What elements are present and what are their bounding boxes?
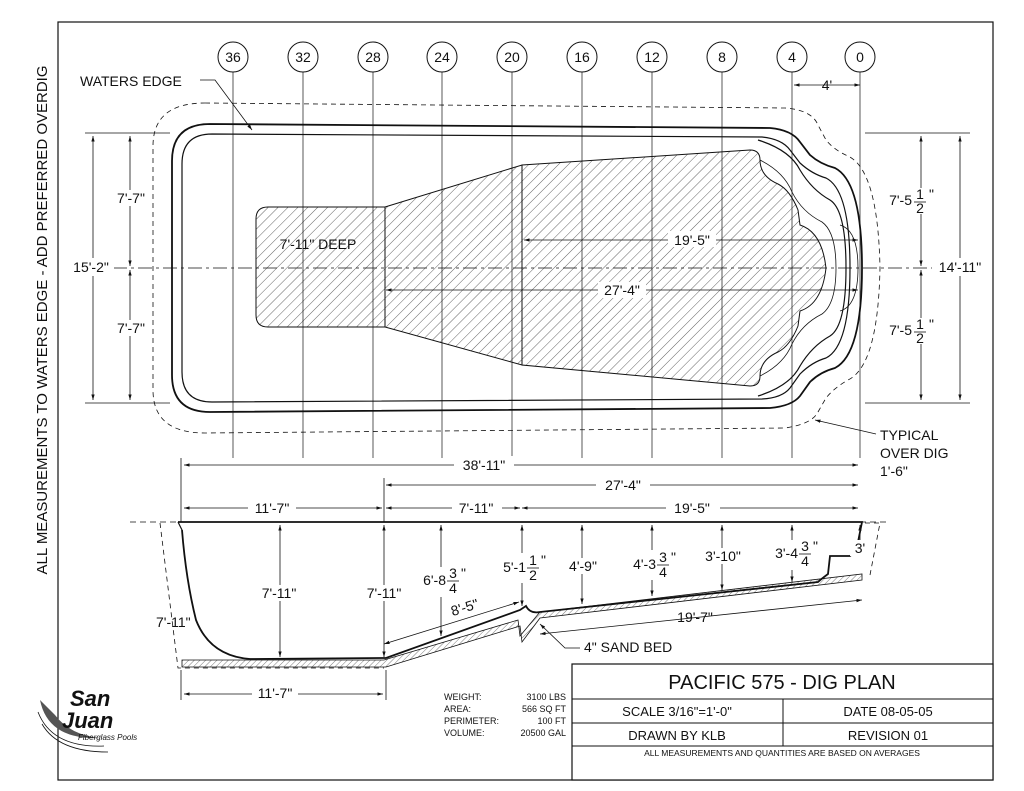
deep-end-label: 7'-11" DEEP <box>280 236 357 252</box>
station-label-0: 0 <box>856 49 864 65</box>
sheet-border <box>57 21 994 781</box>
overdig-outline <box>152 102 881 434</box>
svg-text:1: 1 <box>916 186 924 202</box>
dim-overall-width: 15'-2" <box>73 259 109 275</box>
drawn-by-cell: DRAWN BY KLB <box>628 728 726 743</box>
station-lines <box>232 72 861 458</box>
section-view: 38'-11" 27'-4" 11'-7" 7'-11" 19'-5" <box>130 456 890 701</box>
drawing-title: PACIFIC 575 - DIG PLAN <box>668 672 895 694</box>
svg-text:2: 2 <box>529 567 537 583</box>
typical-callout-2: OVER DIG <box>880 445 948 461</box>
plan-view: 4' 7'-7" 7'-7" 15'-2" 14'-11" 7'-5 1 2 "… <box>68 72 986 479</box>
svg-text:3: 3 <box>801 538 809 554</box>
pool-outer-shell <box>171 123 863 413</box>
typical-callout-3: 1'-6" <box>880 463 908 479</box>
dim-depth-24: 6'-8 <box>423 572 446 588</box>
specs-table: WEIGHT: 3100 LBS AREA: 566 SQ FT PERIMET… <box>444 692 567 738</box>
svg-text:3: 3 <box>449 565 457 581</box>
station-label-36: 36 <box>225 49 241 65</box>
sand-bed-callout: 4" SAND BED <box>584 639 672 655</box>
dim-bottom-length: 11'-7" <box>258 685 293 701</box>
dim-right-lower: 7'-5 <box>889 322 912 338</box>
svg-text:2: 2 <box>916 330 924 346</box>
dim-depth-4: 3'-4 <box>775 545 798 561</box>
dim-depth-32: 7'-11" <box>262 585 297 601</box>
dim-right-width: 14'-11" <box>939 259 981 275</box>
dim-section-27: 27'-4" <box>605 477 641 493</box>
svg-text:Fiberglass Pools: Fiberglass Pools <box>78 733 137 742</box>
dim-overall-length: 38'-11" <box>463 457 505 473</box>
svg-text:1: 1 <box>916 316 924 332</box>
station-label-28: 28 <box>365 49 381 65</box>
dim-left-upper: 7'-7" <box>117 190 145 206</box>
dim-depth-20: 5'-1 <box>503 559 526 575</box>
station-label-4: 4 <box>788 49 796 65</box>
svg-text:2: 2 <box>916 200 924 216</box>
station-label-8: 8 <box>718 49 726 65</box>
svg-text:PERIMETER:: PERIMETER: <box>444 716 499 726</box>
svg-text:1: 1 <box>529 552 537 568</box>
averages-footer: ALL MEASUREMENTS AND QUANTITIES ARE BASE… <box>644 748 920 758</box>
dim-plan-slope-length: 19'-5" <box>674 232 710 248</box>
svg-text:3: 3 <box>659 549 667 565</box>
svg-text:": " <box>929 186 934 202</box>
svg-text:": " <box>541 552 546 568</box>
dim-depth-16: 4'-9" <box>569 558 597 574</box>
svg-text:VOLUME:: VOLUME: <box>444 728 485 738</box>
svg-text:4: 4 <box>801 553 809 569</box>
svg-text:": " <box>461 565 466 581</box>
station-label-32: 32 <box>295 49 311 65</box>
dim-plan-deep-to-end: 27'-4" <box>604 282 640 298</box>
svg-text:San: San <box>70 686 110 711</box>
date-cell: DATE 08-05-05 <box>843 704 932 719</box>
dim-section-shallow: 19'-5" <box>674 500 710 516</box>
deep-end-area <box>255 206 386 328</box>
revision-cell: REVISION 01 <box>848 728 928 743</box>
station-label-16: 16 <box>574 49 590 65</box>
station-label-20: 20 <box>504 49 520 65</box>
dim-shallow-run: 19'-7" <box>677 609 713 625</box>
station-bubbles: 36 32 28 24 20 16 12 8 4 0 <box>217 41 876 73</box>
typical-callout-1: TYPICAL <box>880 427 939 443</box>
svg-text:20500 GAL: 20500 GAL <box>520 728 566 738</box>
svg-text:3100 LBS: 3100 LBS <box>526 692 566 702</box>
dim-right-upper: 7'-5 <box>889 192 912 208</box>
scale-cell: SCALE 3/16"=1'-0" <box>622 704 732 719</box>
station-label-12: 12 <box>644 49 660 65</box>
svg-text:4: 4 <box>449 580 457 596</box>
svg-text:": " <box>929 316 934 332</box>
dim-station-4-0: 4' <box>822 77 832 93</box>
dim-left-lower: 7'-7" <box>117 320 145 336</box>
svg-text:": " <box>813 538 818 554</box>
svg-text:WEIGHT:: WEIGHT: <box>444 692 482 702</box>
dim-depth-28: 7'-11" <box>367 585 402 601</box>
title-block: PACIFIC 575 - DIG PLAN SCALE 3/16"=1'-0"… <box>571 663 994 781</box>
pool-inner-shell <box>181 133 851 403</box>
dim-deep-length: 11'-7" <box>255 500 290 516</box>
dim-section-slope: 7'-11" <box>459 500 494 516</box>
dim-wall-height: 7'-11" <box>156 614 191 630</box>
svg-text:100 FT: 100 FT <box>537 716 566 726</box>
dim-slope-run: 8'-5" <box>449 595 480 618</box>
slope-area <box>384 164 523 366</box>
svg-text:566 SQ FT: 566 SQ FT <box>522 704 567 714</box>
dim-depth-0: 3' <box>855 540 865 556</box>
station-label-24: 24 <box>434 49 450 65</box>
svg-text:": " <box>671 549 676 565</box>
svg-text:Juan: Juan <box>62 708 113 733</box>
dim-depth-8: 3'-10" <box>705 548 741 564</box>
san-juan-logo: San Juan Fiberglass Pools <box>37 686 137 753</box>
waters-edge-callout: WATERS EDGE <box>80 73 182 89</box>
dim-depth-12: 4'-3 <box>633 556 656 572</box>
side-note: ALL MEASUREMENTS TO WATERS EDGE - ADD PR… <box>34 66 51 575</box>
svg-text:AREA:: AREA: <box>444 704 471 714</box>
svg-text:4: 4 <box>659 564 667 580</box>
